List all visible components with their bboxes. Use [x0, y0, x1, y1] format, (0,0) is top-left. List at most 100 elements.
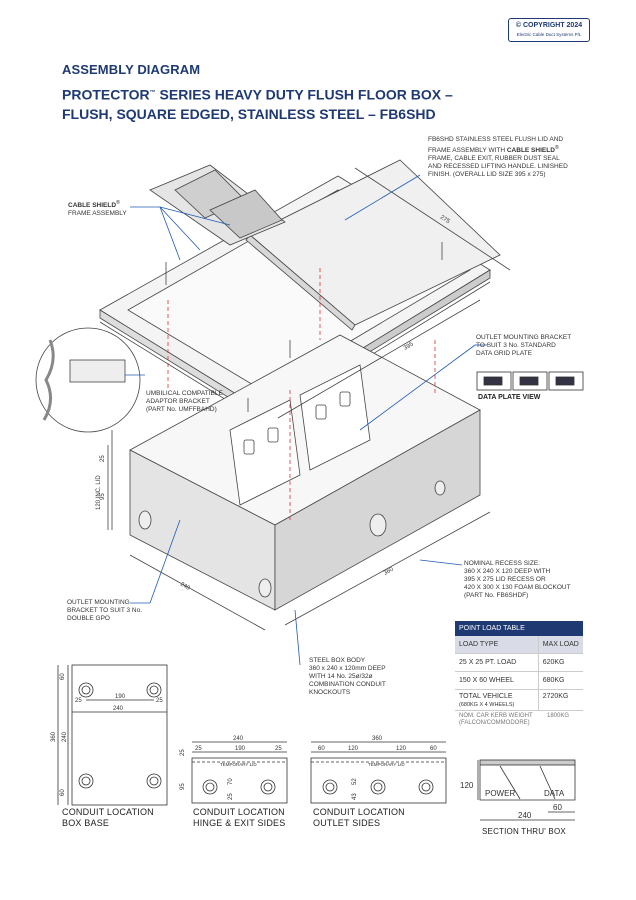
- callout-box-body: STEEL BOX BODY 360 x 240 x 120mm DEEP WI…: [309, 657, 419, 697]
- base-dim-60b: 60: [60, 789, 66, 796]
- callout-umbilical-line3: (PART No. UMFFBAHD): [146, 406, 217, 413]
- section-dim-240: 240: [518, 811, 532, 820]
- hinge-dim-25b: 25: [275, 746, 282, 752]
- hinge-dim-70: 70: [228, 778, 234, 785]
- callout-recess-line2: 360 X 240 X 120 DEEP WITH: [464, 568, 551, 575]
- data-plate-view: [476, 371, 584, 391]
- table-row: 25 X 25 PT. LOAD 620KG: [455, 654, 583, 672]
- umbilical-detail: [35, 327, 141, 433]
- callout-umbilical: UMBILICAL COMPATIBLE ADAPTOR BRACKET (PA…: [146, 390, 246, 414]
- callout-frame: CABLE SHIELD® FRAME ASSEMBLY: [68, 199, 158, 218]
- callout-lid-line3: FRAME, CABLE EXIT, RUBBER DUST SEAL: [428, 155, 560, 163]
- base-dim-240: 240: [113, 706, 124, 712]
- load-type: 25 X 25 PT. LOAD: [455, 654, 539, 671]
- title-tm: ™: [149, 90, 156, 96]
- outlet-view: [310, 741, 447, 804]
- box-side: [274, 409, 481, 611]
- callout-outlet-line3: DOUBLE GPO: [67, 615, 110, 622]
- title-line1-rest: SERIES HEAVY DUTY FLUSH FLOOR BOX –: [155, 86, 453, 103]
- callout-lid-line4: AND RECESSED LIFTING HANDLE. LINISHED: [428, 163, 568, 171]
- callout-umbilical-line1: UMBILICAL COMPATIBLE: [146, 390, 223, 397]
- outlet-dim-52: 52: [352, 778, 358, 785]
- load-foot-max: 1800KG: [547, 713, 570, 719]
- load-table-title: POINT LOAD TABLE: [455, 621, 583, 636]
- caption-section: SECTION THRU' BOX: [482, 827, 566, 836]
- callout-body-line3: WITH 14 No. 25ø/32ø: [309, 673, 373, 680]
- table-row: TOTAL VEHICLE (680KG X 4 WHEELS) 2720KG: [455, 690, 583, 711]
- load-col-type: LOAD TYPE: [455, 636, 539, 653]
- caption-base-line1: CONDUIT LOCATION: [62, 807, 154, 817]
- load-col-max: MAX LOAD: [542, 641, 579, 648]
- hinge-temp-lid: TEMPORARY LID: [220, 762, 257, 767]
- load-max: 680KG: [542, 677, 565, 684]
- callout-outlet-line2: BRACKET TO SUIT 3 No.: [67, 607, 143, 614]
- base-dim-360: 360: [51, 731, 57, 742]
- dim-275: 275: [439, 215, 451, 226]
- outlet-dim-360: 360: [372, 736, 383, 742]
- callout-body-line4: COMBINATION CONDUIT: [309, 681, 386, 688]
- outlet-dim-43: 43: [352, 793, 358, 800]
- caption-outlet-line2: OUTLET SIDES: [313, 818, 381, 828]
- callout-outlet-line1: OUTLET MOUNTING: [67, 599, 130, 606]
- outlet-dim-120b: 120: [396, 746, 407, 752]
- callout-body-line5: KNOCKOUTS: [309, 689, 351, 696]
- caption-outlet-line1: CONDUIT LOCATION: [313, 807, 405, 817]
- callout-lid-reg: ®: [554, 145, 559, 151]
- dim-95: 95: [100, 493, 106, 500]
- base-view: [57, 664, 168, 806]
- callout-lid-line1: FB6SHD STAINLESS STEEL FLUSH LID AND: [428, 136, 564, 143]
- dim-395: 395: [403, 341, 415, 352]
- caption-base: CONDUIT LOCATION BOX BASE: [62, 807, 154, 829]
- outlet-dim-60b: 60: [430, 746, 437, 752]
- load-table-footnote: NOM. CAR KERB WEIGHT (FALCON/COMMODORE) …: [455, 713, 583, 727]
- load-type: 150 X 60 WHEEL: [455, 672, 539, 689]
- callout-lid-line2b: CABLE SHIELD: [506, 147, 555, 155]
- callout-lid: FB6SHD STAINLESS STEEL FLUSH LID AND FRA…: [428, 136, 603, 179]
- callout-bracket-line3: DATA GRID PLATE: [476, 350, 532, 357]
- callout-frame-reg: ®: [116, 200, 121, 206]
- callout-umbilical-line2: ADAPTOR BRACKET: [146, 398, 210, 405]
- callout-body-line1: STEEL BOX BODY: [309, 657, 366, 664]
- copyright-line1: © COPYRIGHT 2024: [515, 22, 583, 29]
- caption-outlet: CONDUIT LOCATION OUTLET SIDES: [313, 807, 405, 829]
- callout-frame-line2: FRAME ASSEMBLY: [68, 210, 127, 218]
- base-dim-190: 190: [115, 694, 126, 700]
- outlet-dim-120a: 120: [348, 746, 359, 752]
- callout-outlet-bracket: OUTLET MOUNTING BRACKET TO SUIT 3 No. DO…: [67, 599, 157, 623]
- hinge-dim-25a: 25: [195, 746, 202, 752]
- callout-frame-line1: CABLE SHIELD: [68, 202, 117, 210]
- load-foot-a: NOM. CAR KERB WEIGHT: [459, 713, 533, 719]
- callout-recess-line4: 420 X 300 X 130 FOAM BLOCKOUT: [464, 584, 571, 591]
- hinge-dim-95: 95: [180, 783, 186, 790]
- hinge-dim-240: 240: [233, 736, 244, 742]
- title-brand: PROTECTOR: [62, 86, 150, 103]
- base-dim-60a: 60: [60, 673, 66, 680]
- callout-bracket-line2: TO SUIT 3 No. STANDARD: [476, 342, 556, 349]
- load-foot-b: (FALCON/COMMODORE): [459, 720, 530, 726]
- table-row: 150 X 60 WHEEL 680KG: [455, 672, 583, 690]
- hinge-view: [191, 741, 288, 804]
- caption-hinge-line1: CONDUIT LOCATION: [193, 807, 285, 817]
- dim-360: 360: [383, 566, 395, 577]
- hinge-dim-25c: 25: [228, 793, 234, 800]
- caption-hinge: CONDUIT LOCATION HINGE & EXIT SIDES: [193, 807, 285, 829]
- callout-recess-line3: 395 X 275 LID RECESS OR: [464, 576, 546, 583]
- dim-inc-lid: 120 INC. LID: [96, 475, 102, 510]
- callout-recess-line1: NOMINAL RECESS SIZE:: [464, 560, 540, 567]
- callout-body-line2: 360 x 240 x 120mm DEEP: [309, 665, 386, 672]
- load-max: 620KG: [542, 659, 565, 666]
- section-view: [477, 759, 576, 821]
- outlet-dim-60a: 60: [318, 746, 325, 752]
- title-line2: FLUSH, SQUARE EDGED, STAINLESS STEEL – F…: [62, 105, 436, 122]
- dim-25: 25: [100, 455, 106, 462]
- point-load-table: POINT LOAD TABLE LOAD TYPE MAX LOAD 25 X…: [455, 621, 583, 727]
- load-type: TOTAL VEHICLE (680KG X 4 WHEELS): [455, 690, 539, 710]
- callout-lid-line2a: FRAME ASSEMBLY WITH: [428, 147, 507, 155]
- copyright-line2: Electric Cable Duct Systems P/L: [516, 32, 582, 37]
- load-table-header: LOAD TYPE MAX LOAD: [455, 636, 583, 654]
- section-label: ASSEMBLY DIAGRAM: [62, 62, 201, 77]
- caption-hinge-line2: HINGE & EXIT SIDES: [193, 818, 286, 828]
- load-total-b: (680KG X 4 WHEELS): [459, 702, 515, 708]
- base-dim-240v: 240: [62, 731, 68, 742]
- data-plate-view-label: DATA PLATE VIEW: [478, 394, 541, 401]
